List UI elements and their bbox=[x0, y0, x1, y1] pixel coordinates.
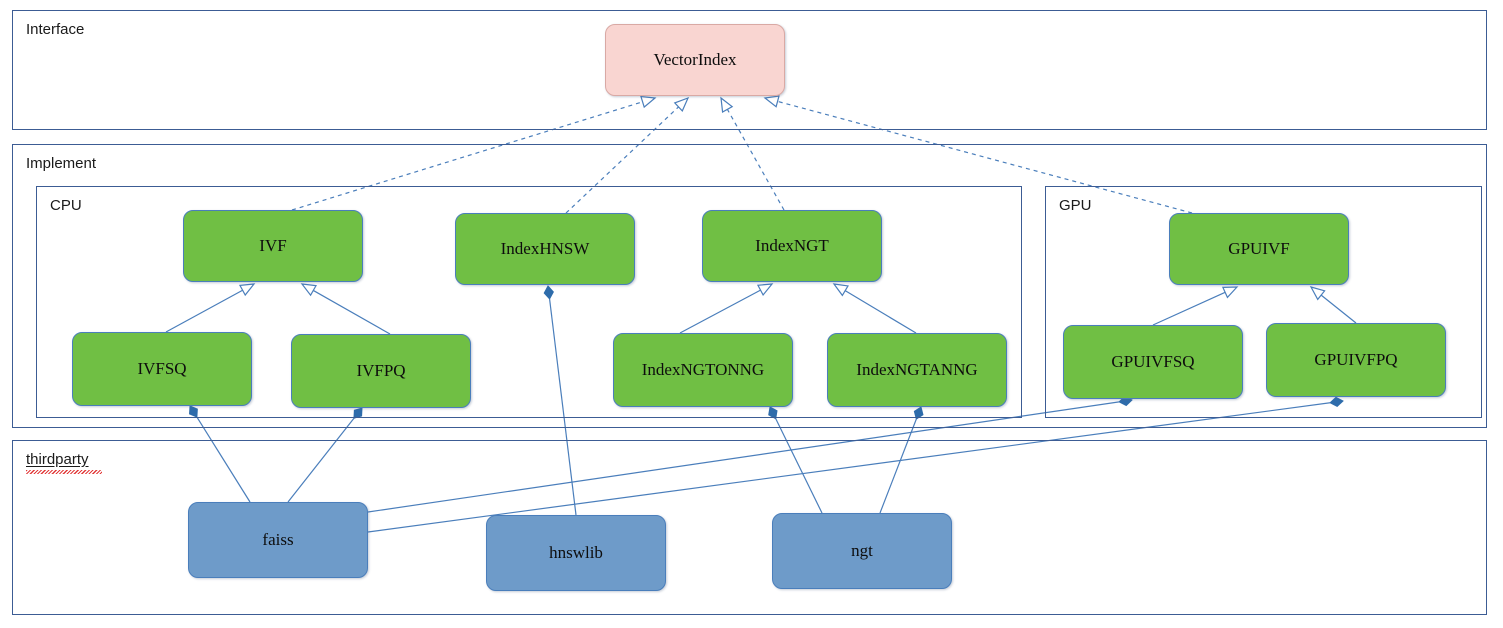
class-node-faiss[interactable]: faiss bbox=[188, 502, 368, 578]
class-node-vectorindex[interactable]: VectorIndex bbox=[605, 24, 785, 96]
class-node-label: IVFSQ bbox=[137, 358, 187, 378]
class-node-label: IndexNGT bbox=[755, 235, 829, 255]
class-node-ivfsq[interactable]: IVFSQ bbox=[72, 332, 252, 406]
class-node-indexngtanng[interactable]: IndexNGTANNG bbox=[827, 333, 1007, 407]
class-node-indexngtonng[interactable]: IndexNGTONNG bbox=[613, 333, 793, 407]
package-cpu bbox=[36, 186, 1022, 418]
class-node-label: hnswlib bbox=[549, 542, 603, 562]
class-node-label: VectorIndex bbox=[653, 49, 737, 69]
class-node-label: IndexHNSW bbox=[500, 238, 590, 258]
package-label-gpu: GPU bbox=[1059, 197, 1092, 214]
package-gpu bbox=[1045, 186, 1482, 418]
class-node-label: IndexNGTONNG bbox=[641, 359, 765, 379]
class-node-indexngt[interactable]: IndexNGT bbox=[702, 210, 882, 282]
class-node-gpuivfsq[interactable]: GPUIVFSQ bbox=[1063, 325, 1243, 399]
package-label-thirdparty: thirdparty bbox=[26, 451, 89, 468]
package-label-cpu: CPU bbox=[50, 197, 82, 214]
class-node-gpuivfpq[interactable]: GPUIVFPQ bbox=[1266, 323, 1446, 397]
class-node-label: ngt bbox=[851, 540, 873, 560]
class-node-label: IndexNGTANNG bbox=[856, 359, 978, 379]
class-node-label: faiss bbox=[262, 529, 294, 549]
class-node-label: GPUIVFSQ bbox=[1111, 351, 1195, 371]
spellcheck-underline-icon bbox=[26, 470, 102, 474]
package-label-implement: Implement bbox=[26, 155, 97, 172]
class-node-label: GPUIVF bbox=[1228, 238, 1290, 258]
class-node-ivf[interactable]: IVF bbox=[183, 210, 363, 282]
class-node-indexhnsw[interactable]: IndexHNSW bbox=[455, 213, 635, 285]
class-node-ngt[interactable]: ngt bbox=[772, 513, 952, 589]
class-node-label: IVFPQ bbox=[356, 360, 406, 380]
class-node-label: GPUIVFPQ bbox=[1314, 349, 1398, 369]
class-node-ivfpq[interactable]: IVFPQ bbox=[291, 334, 471, 408]
package-interface bbox=[12, 10, 1487, 130]
class-node-hnswlib[interactable]: hnswlib bbox=[486, 515, 666, 591]
package-implement bbox=[12, 144, 1487, 428]
class-node-label: IVF bbox=[259, 235, 287, 255]
package-label-interface: Interface bbox=[26, 21, 85, 38]
class-node-gpuivf[interactable]: GPUIVF bbox=[1169, 213, 1349, 285]
package-thirdparty bbox=[12, 440, 1487, 615]
